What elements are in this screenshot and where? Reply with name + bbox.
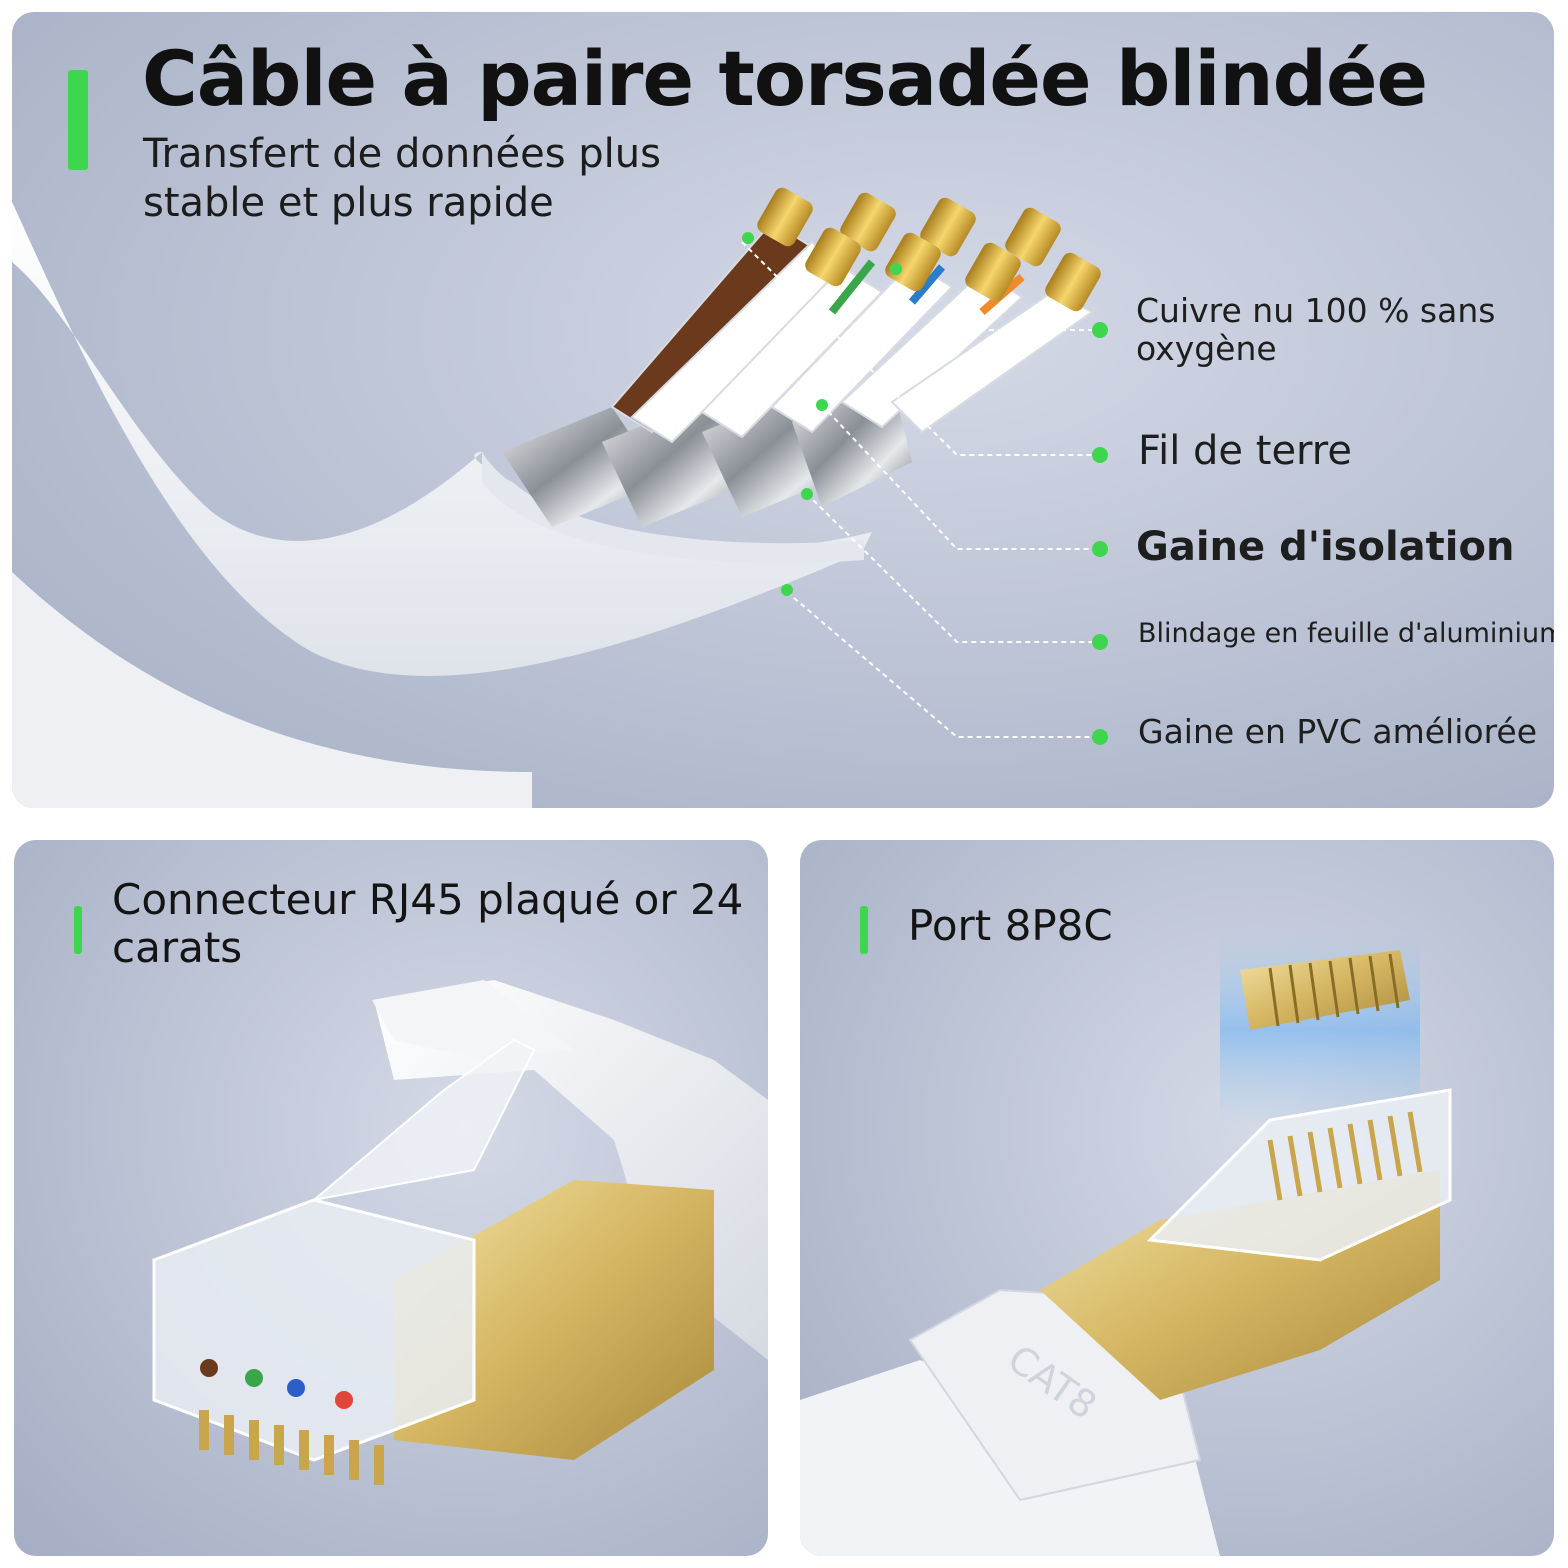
page-title: Câble à paire torsadée blindée (142, 34, 1428, 123)
rj45-heading: Connecteur RJ45 plaqué or 24 carats (112, 875, 744, 972)
wire-ends (200, 1359, 353, 1409)
callout-insulation-sheath: Gaine d'isolation (1136, 524, 1515, 570)
gold-contact-pins (199, 1410, 384, 1485)
callout-copper: Cuivre nu 100 % sans oxygène (1136, 291, 1496, 368)
cable-loop-shape (12, 572, 532, 808)
callout-ground-wire: Fil de terre (1138, 428, 1352, 474)
port-8p8c-panel: CAT8 Port 8P8C (800, 840, 1554, 1556)
leader-lines (741, 241, 1100, 738)
rj45-connector-illustration (152, 980, 768, 1485)
callout-dots (742, 232, 1108, 745)
clear-plug-housing (1146, 1088, 1452, 1262)
gold-pin-block (1240, 950, 1410, 1030)
cable-jacket-shape (12, 202, 872, 676)
pin-dividers (1268, 953, 1400, 1027)
insulated-wires (610, 220, 1094, 444)
accent-bar (68, 70, 88, 170)
callout-pvc-jacket: Gaine en PVC améliorée (1138, 712, 1538, 751)
rj45-connector-panel: Connecteur RJ45 plaqué or 24 carats (14, 840, 768, 1556)
port-8p8c-illustration: CAT8 (800, 930, 1452, 1556)
accent-bar (860, 906, 868, 954)
copper-conductors (757, 187, 1101, 312)
clear-plug-housing (152, 1198, 476, 1462)
page-subtitle: Transfert de données plus stable et plus… (143, 131, 661, 226)
accent-bar (74, 906, 82, 954)
contact-pins (1267, 1111, 1423, 1201)
port-heading: Port 8P8C (908, 901, 1113, 950)
cable-illustration (12, 187, 1108, 808)
cable-structure-panel: Câble à paire torsadée blindée Transfert… (12, 12, 1554, 808)
callout-aluminium-foil: Blindage en feuille d'aluminium (1138, 618, 1554, 649)
